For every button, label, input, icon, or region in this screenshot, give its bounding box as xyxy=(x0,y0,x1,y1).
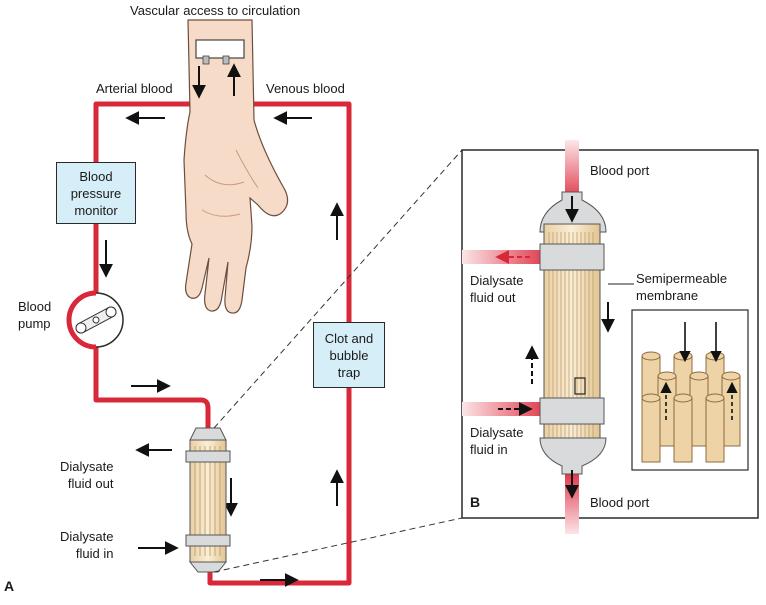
pump-line-1: Blood xyxy=(18,299,52,314)
din-b-line-2: fluid in xyxy=(470,442,508,457)
panel-label-b: B xyxy=(470,494,481,510)
dialyzer-small xyxy=(151,427,231,573)
flow-arrows-panel-b xyxy=(495,196,634,499)
label-semipermeable-membrane: Semipermeable membrane xyxy=(636,270,727,304)
dout-a-line-1: Dialysate xyxy=(60,459,114,474)
clot-bubble-trap-box: Clot and bubble trap xyxy=(313,322,385,388)
din-b-line-1: Dialysate xyxy=(470,425,524,440)
bpm-line-2: pressure xyxy=(70,185,122,201)
bpm-line-3: monitor xyxy=(74,202,118,218)
label-blood-pump: Blood pump xyxy=(18,298,51,332)
membrane-line-1: Semipermeable xyxy=(636,271,728,286)
label-blood-port-top: Blood port xyxy=(590,163,650,178)
pump-line-2: pump xyxy=(18,316,51,331)
din-a-line-2: fluid in xyxy=(75,546,114,561)
label-venous-blood: Venous blood xyxy=(266,81,345,96)
trap-line-2: bubble xyxy=(329,347,369,363)
trap-line-1: Clot and xyxy=(324,330,374,346)
label-vascular-access: Vascular access to circulation xyxy=(130,3,301,18)
dout-b-line-1: Dialysate xyxy=(470,273,524,288)
label-arterial-blood: Arterial blood xyxy=(96,81,173,96)
blood-pump xyxy=(66,290,124,350)
flow-arrows-circuit xyxy=(99,63,344,587)
blood-pressure-monitor-box: Blood pressure monitor xyxy=(56,162,136,224)
arm-illustration xyxy=(183,19,289,314)
label-dialysate-out-a: Dialysate fluid out xyxy=(60,458,113,492)
label-dialysate-out-b: Dialysate fluid out xyxy=(470,272,523,306)
label-dialysate-in-b: Dialysate fluid in xyxy=(470,424,523,458)
dout-a-line-2: fluid out xyxy=(67,476,114,491)
membrane-line-2: membrane xyxy=(636,288,699,303)
trap-line-3: trap xyxy=(337,364,361,380)
din-a-line-1: Dialysate xyxy=(60,529,114,544)
panel-label-a: A xyxy=(4,578,15,594)
fiber-zoom-inset xyxy=(631,309,749,471)
label-dialysate-in-a: Dialysate fluid in xyxy=(60,528,113,562)
dout-b-line-2: fluid out xyxy=(470,290,516,305)
label-blood-port-bottom: Blood port xyxy=(590,495,650,510)
bpm-line-1: Blood xyxy=(79,168,113,184)
